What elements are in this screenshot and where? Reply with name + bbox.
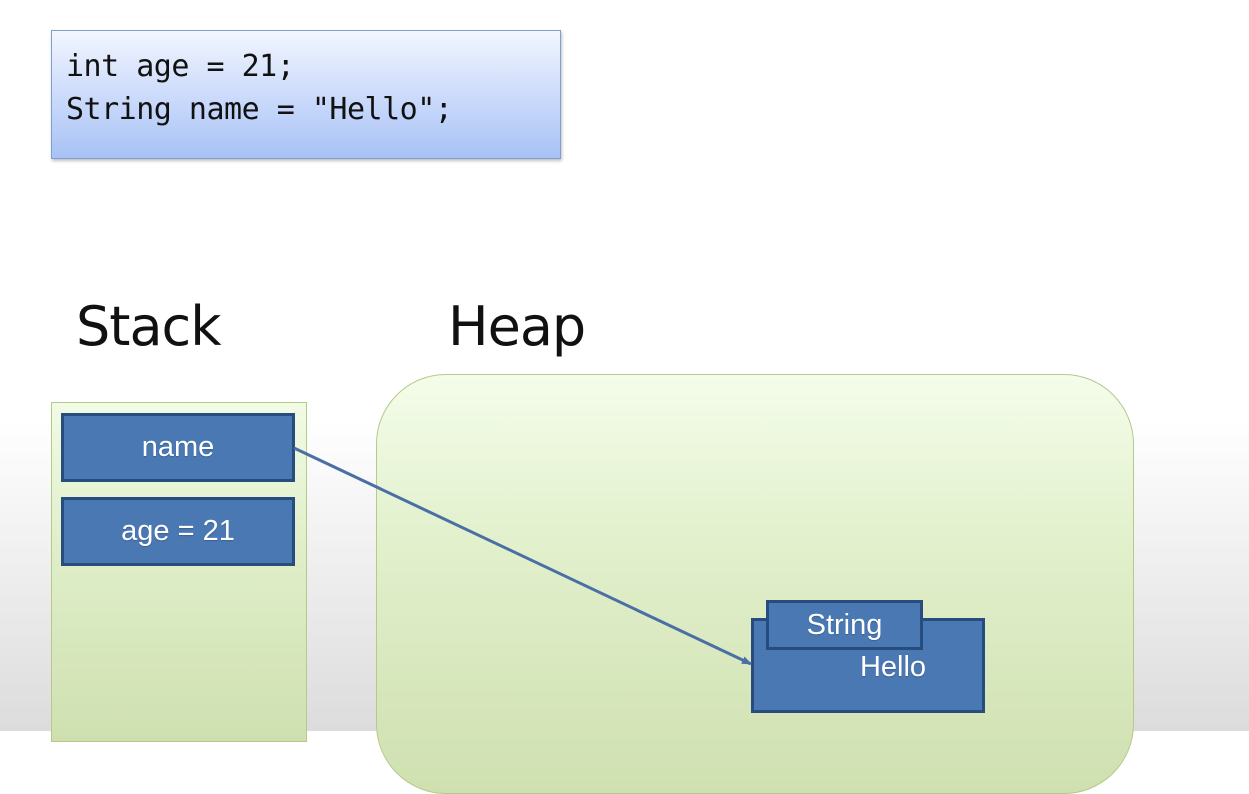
heap-title: Heap	[448, 295, 586, 358]
heap-panel	[376, 374, 1134, 794]
stack-title: Stack	[76, 295, 222, 358]
code-snippet-box: int age = 21; String name = "Hello";	[51, 30, 561, 159]
stack-item-name: name	[61, 413, 295, 482]
heap-object-value: Hello	[859, 651, 927, 683]
heap-object-type-tab: String	[766, 600, 923, 650]
stack-item-age: age = 21	[61, 497, 295, 566]
code-line-2: String name = "Hello";	[66, 92, 453, 127]
code-line-1: int age = 21;	[66, 49, 295, 84]
